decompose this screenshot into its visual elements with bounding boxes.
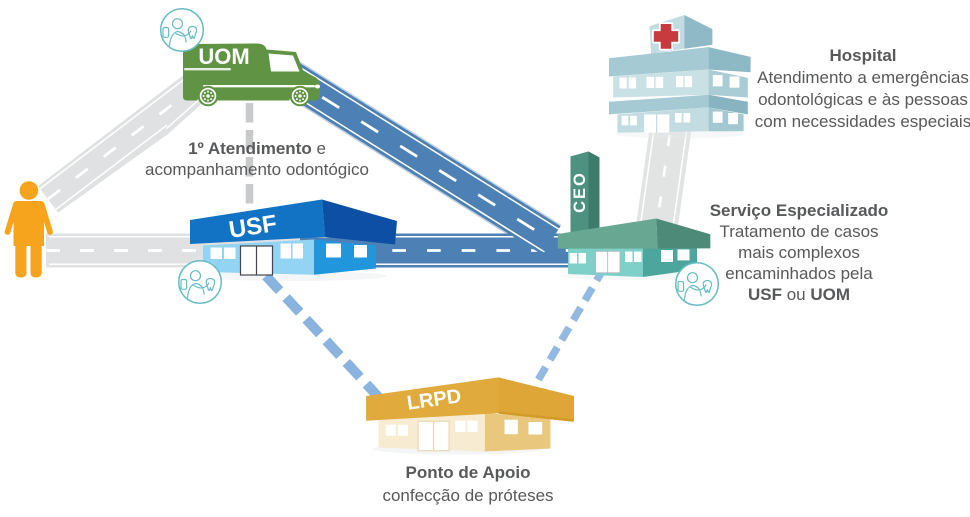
svg-text:UOM: UOM <box>198 44 249 69</box>
svg-text:CEO: CEO <box>571 171 589 213</box>
